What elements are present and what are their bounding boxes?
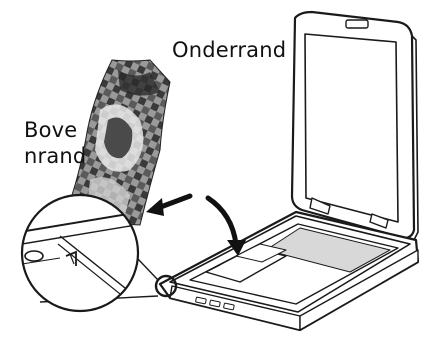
placement-arrow-icon [146, 196, 190, 216]
bottom-edge-label: Onderrand [172, 37, 286, 63]
top-edge-label: Bove nrand [24, 117, 86, 169]
